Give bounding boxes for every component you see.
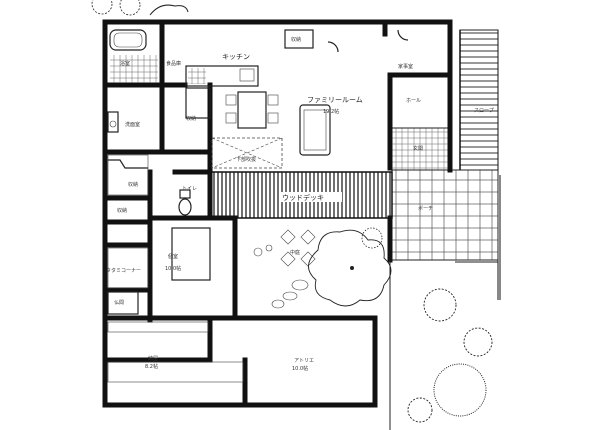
lower-ceiling-outline xyxy=(211,137,283,169)
bathtub xyxy=(109,29,147,51)
label-storage-shelf: 収納 xyxy=(117,207,127,214)
label-storeroom-area: 8.2帖 xyxy=(145,363,158,370)
label-family-area: 19.2帖 xyxy=(323,108,339,115)
label-entrance: 玄関 xyxy=(413,145,423,152)
tree-cluster-top xyxy=(91,0,189,16)
label-storage-top: 収納 xyxy=(291,36,301,43)
storage-top-box xyxy=(284,29,314,49)
toilet-fixture xyxy=(178,189,192,216)
label-atelier-area: 10.0帖 xyxy=(292,365,308,372)
altar-box xyxy=(107,291,139,315)
label-courtyard: 中庭 xyxy=(290,249,300,256)
label-housework: 家事室 xyxy=(398,63,413,70)
bed xyxy=(171,227,211,281)
label-altar: 仏間 xyxy=(114,300,124,306)
label-kitchen: キッチン xyxy=(222,53,250,61)
label-hall: ホール xyxy=(406,98,421,104)
tatami-mat xyxy=(107,247,149,289)
label-storeroom: 納屋 xyxy=(148,355,158,362)
stairs xyxy=(107,154,149,196)
label-toilet: トイレ xyxy=(182,186,197,192)
courtyard-tree xyxy=(308,227,392,307)
label-wood-deck: ウッドデッキ xyxy=(282,193,324,202)
label-bath: 浴室 xyxy=(120,60,130,67)
slope-ramp xyxy=(459,29,501,300)
label-storage-wash: 収納 xyxy=(186,115,196,122)
label-bedroom: 個室 xyxy=(168,253,178,260)
kitchen-counter xyxy=(185,65,259,119)
garden-trees xyxy=(407,288,493,423)
label-washroom: 洗面室 xyxy=(125,121,140,128)
label-slope: スロープ xyxy=(474,108,494,114)
label-storage-side: 収納 xyxy=(128,181,138,188)
label-tatami: タタミコーナー xyxy=(106,267,141,274)
label-family-room: ファミリールーム xyxy=(307,96,363,104)
label-porch: ポーチ xyxy=(418,205,433,212)
bath-floor xyxy=(110,55,158,83)
interior-walls xyxy=(102,19,393,408)
label-atelier: アトリエ xyxy=(294,358,314,364)
dining-table xyxy=(225,91,279,129)
entrance-tiles xyxy=(391,127,449,171)
sofa xyxy=(299,104,331,156)
label-bedroom-area: 10.0帖 xyxy=(165,265,181,272)
label-pantry: 食品庫 xyxy=(166,60,181,67)
porch-tiles xyxy=(391,169,499,261)
label-lower-ceiling: 下部吹抜 xyxy=(236,156,256,163)
outer-walls xyxy=(102,19,453,408)
washroom-sink xyxy=(107,111,119,133)
courtyard-furniture xyxy=(253,229,316,309)
storeroom-shelf xyxy=(107,321,209,333)
